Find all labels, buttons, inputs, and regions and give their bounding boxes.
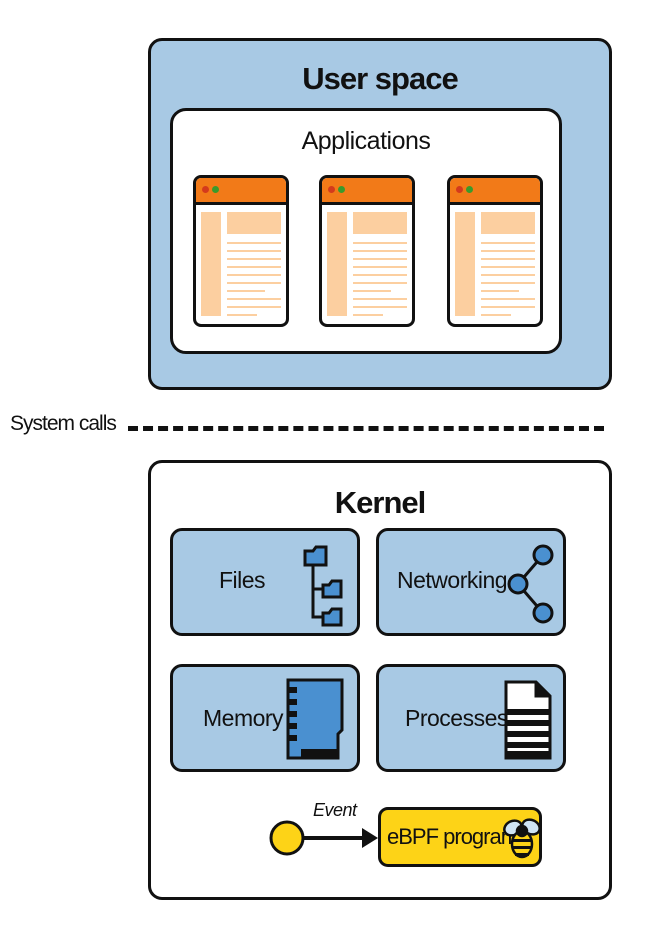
memory-label: Memory xyxy=(203,705,284,731)
share-nodes-icon xyxy=(507,544,554,624)
window-sidebar xyxy=(201,212,221,316)
maximize-dot-icon xyxy=(338,186,345,193)
networking-label: Networking xyxy=(397,567,508,593)
close-dot-icon xyxy=(456,186,463,193)
memory-subsystem: Memory xyxy=(170,664,360,772)
system-calls-boundary xyxy=(128,426,604,431)
event-label: Event xyxy=(313,800,357,820)
window-titlebar xyxy=(450,178,540,205)
window-sidebar xyxy=(327,212,347,316)
bee-icon xyxy=(503,818,541,859)
window-content xyxy=(481,212,535,316)
window-titlebar xyxy=(196,178,286,205)
close-dot-icon xyxy=(328,186,335,193)
close-dot-icon xyxy=(202,186,209,193)
event-trigger xyxy=(269,820,378,856)
ebpf-program-box: eBPF program xyxy=(378,807,542,867)
event-circle-icon xyxy=(269,820,305,856)
maximize-dot-icon xyxy=(212,186,219,193)
files-subsystem: Files xyxy=(170,528,360,636)
applications-panel: Applications xyxy=(170,108,562,354)
ebpf-program-label: eBPF program xyxy=(387,824,519,849)
window-content xyxy=(353,212,407,316)
folder-tree-icon xyxy=(303,545,343,627)
memory-card-icon xyxy=(286,678,344,760)
window-titlebar xyxy=(322,178,412,205)
window-content xyxy=(227,212,281,316)
maximize-dot-icon xyxy=(466,186,473,193)
applications-title: Applications xyxy=(301,127,431,155)
user-space-title: User space xyxy=(302,61,458,96)
processes-subsystem: Processes xyxy=(376,664,566,772)
application-window xyxy=(447,175,543,327)
application-window xyxy=(193,175,289,327)
kernel-title: Kernel xyxy=(334,485,426,520)
document-icon xyxy=(504,680,552,760)
networking-subsystem: Networking xyxy=(376,528,566,636)
application-window xyxy=(319,175,415,327)
event-arrowhead xyxy=(362,828,378,848)
processes-label: Processes xyxy=(405,705,508,731)
window-sidebar xyxy=(455,212,475,316)
files-label: Files xyxy=(219,567,266,593)
system-calls-label: System calls xyxy=(10,412,117,435)
